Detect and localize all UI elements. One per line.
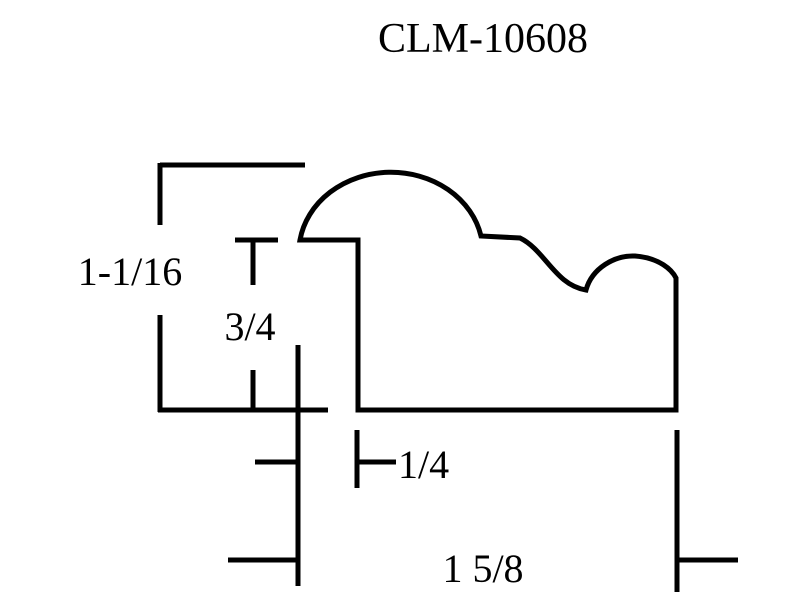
total-height-label: 1-1/16 <box>78 249 182 294</box>
rabbet-width-marker <box>255 345 396 586</box>
total-width-label: 1 5/8 <box>442 546 523 591</box>
rabbet-width-label: 1/4 <box>398 442 449 487</box>
part-number-title: CLM-10608 <box>378 16 588 62</box>
rabbet-height-bracket <box>235 237 278 410</box>
total-width-marker <box>228 430 738 592</box>
total-height-bracket <box>157 162 328 413</box>
profile-outline <box>297 169 679 413</box>
rabbet-height-label: 3/4 <box>224 304 275 349</box>
